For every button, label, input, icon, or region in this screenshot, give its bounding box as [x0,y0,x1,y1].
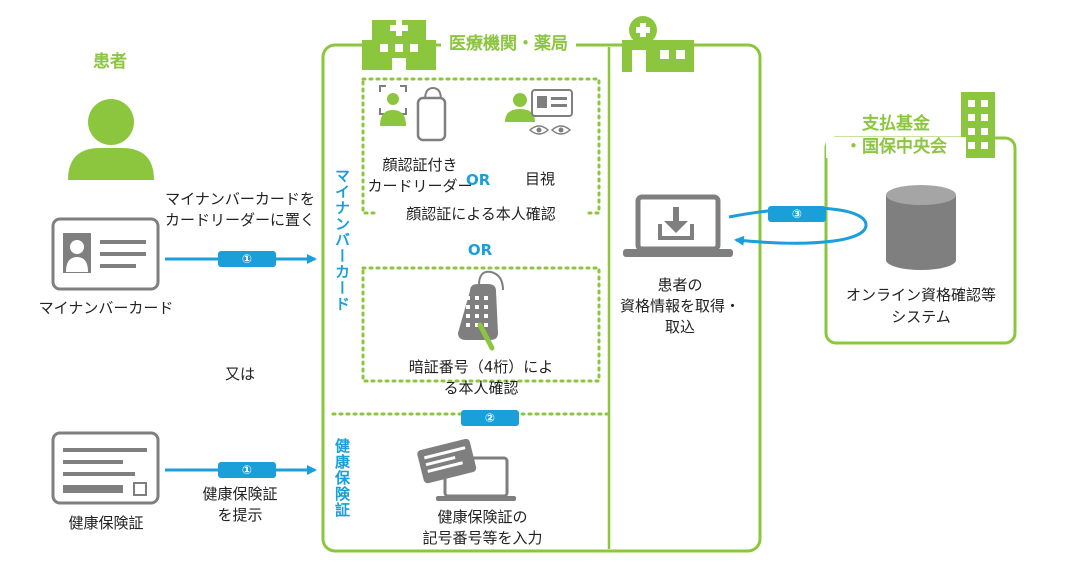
pharmacy-icon [622,16,694,72]
insurance-instruction-line1: 健康保険証 [202,485,278,503]
mynumber-instruction-line1: マイナンバーカードを [165,190,315,208]
pin-label-line2: る本人確認 [443,379,519,397]
retrieve-label-line3: 取込 [664,318,695,336]
hospital-building-icon [362,20,436,70]
face-reader-label-line1: 顔認証付き [382,156,458,174]
insurance-instruction-line2: を提示 [217,506,263,524]
facility-title: 医療機関・薬局 [441,34,576,55]
insurance-input-label-line2: 記号番号等を入力 [422,529,543,547]
visual-check-label: 目視 [524,170,555,188]
laptop-card-icon [417,438,516,501]
mynumber-instruction-line2: カードリーダーに置く [164,211,315,229]
mynumber-section-label: マイナンバーカード [333,168,351,312]
step-3-badge: ③ [768,206,826,222]
pin-label-line1: 暗証番号（4桁）によ [375,357,587,378]
face-reader-label-line2: カードリーダー [367,177,473,195]
insurance-card-icon [51,431,160,505]
pin-pad-icon [458,270,504,351]
patient-person-icon [68,99,154,180]
step-1-badge-mynumber: ① [218,251,276,267]
or-inline-label: OR [466,171,491,189]
retrieve-label-line2: 資格情報を取得・ [619,297,740,315]
insurance-card-label: 健康保険証 [68,514,144,532]
download-laptop-icon [623,194,733,257]
mynumber-card-icon [51,217,160,291]
or-between-label: OR [467,241,493,259]
step-1-badge-insurance: ① [218,462,276,478]
system-label-line2: システム [891,308,951,326]
face-reader-icon [379,85,447,142]
step-2-badge: ② [461,410,519,426]
system-label-line1: オンライン資格確認等 [845,286,996,304]
database-icon [886,185,956,270]
face-section-caption: 顔認証による本人確認 [376,204,586,225]
fund-building-icon [961,92,995,158]
face-recognition-box [361,77,601,215]
mynumber-card-label: マイナンバーカード [38,299,174,317]
insurance-section-label: 健康保険証 [333,438,351,518]
visual-check-icon [505,89,573,135]
alternative-label: 又は [224,365,255,383]
pin-box [361,266,601,383]
patient-title: 患者 [93,52,127,72]
fund-title-line1: 支払基金 [862,114,930,134]
fund-title-line2: ・国保中央会 [826,137,966,158]
insurance-input-label-line1: 健康保険証の [437,508,528,526]
retrieve-label-line1: 患者の [657,276,703,294]
